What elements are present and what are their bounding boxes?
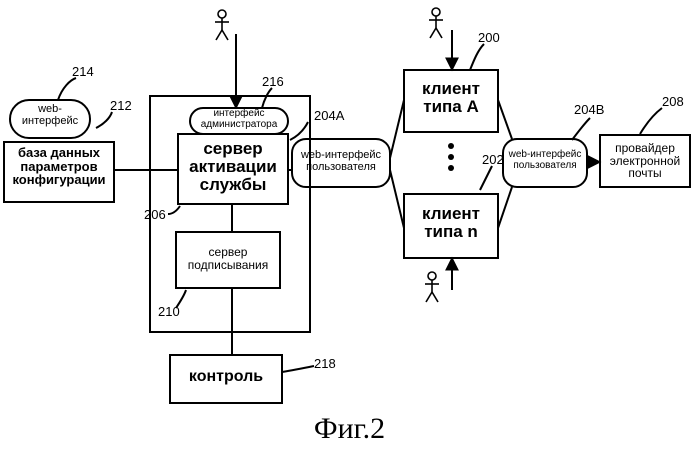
ref-200: 200 [478,30,500,45]
web-user-a-label: web-интерфейс пользователя [292,150,390,173]
admin-interface-label: интерфейс администратора [190,109,288,130]
client-n-label: клиент типа n [404,205,498,241]
activation-server-label: сервер активации службы [178,140,288,194]
ref-218: 218 [314,356,336,371]
ellipsis-dot [448,165,454,171]
ellipsis-dot [448,143,454,149]
control-label: контроль [170,369,282,386]
ref-214: 214 [72,64,94,79]
ref-212: 212 [110,98,132,113]
ref-204A: 204A [314,108,344,123]
system-boundary [150,96,310,332]
user-actor-icon [429,8,443,38]
figure-caption: Фиг.2 [0,412,699,446]
ref-204B: 204B [574,102,604,117]
ref-206: 206 [144,207,166,222]
ellipsis-dot [448,154,454,160]
ref-210: 210 [158,304,180,319]
web-interface-db-label: web- интерфейс [10,104,90,127]
signing-server-label: сервер подписывания [176,246,280,271]
email-provider-label: провайдер электронной почты [600,142,690,180]
db-label: база данных параметров конфигурации [4,146,114,187]
client-a-label: клиент типа А [404,80,498,116]
ref-208: 208 [662,94,684,109]
ref-216: 216 [262,74,284,89]
user-actor-icon [215,10,229,40]
user-actor-icon [425,272,439,302]
web-user-b-label: web-интерфейс пользователя [503,150,587,171]
ref-202: 202 [482,152,504,167]
